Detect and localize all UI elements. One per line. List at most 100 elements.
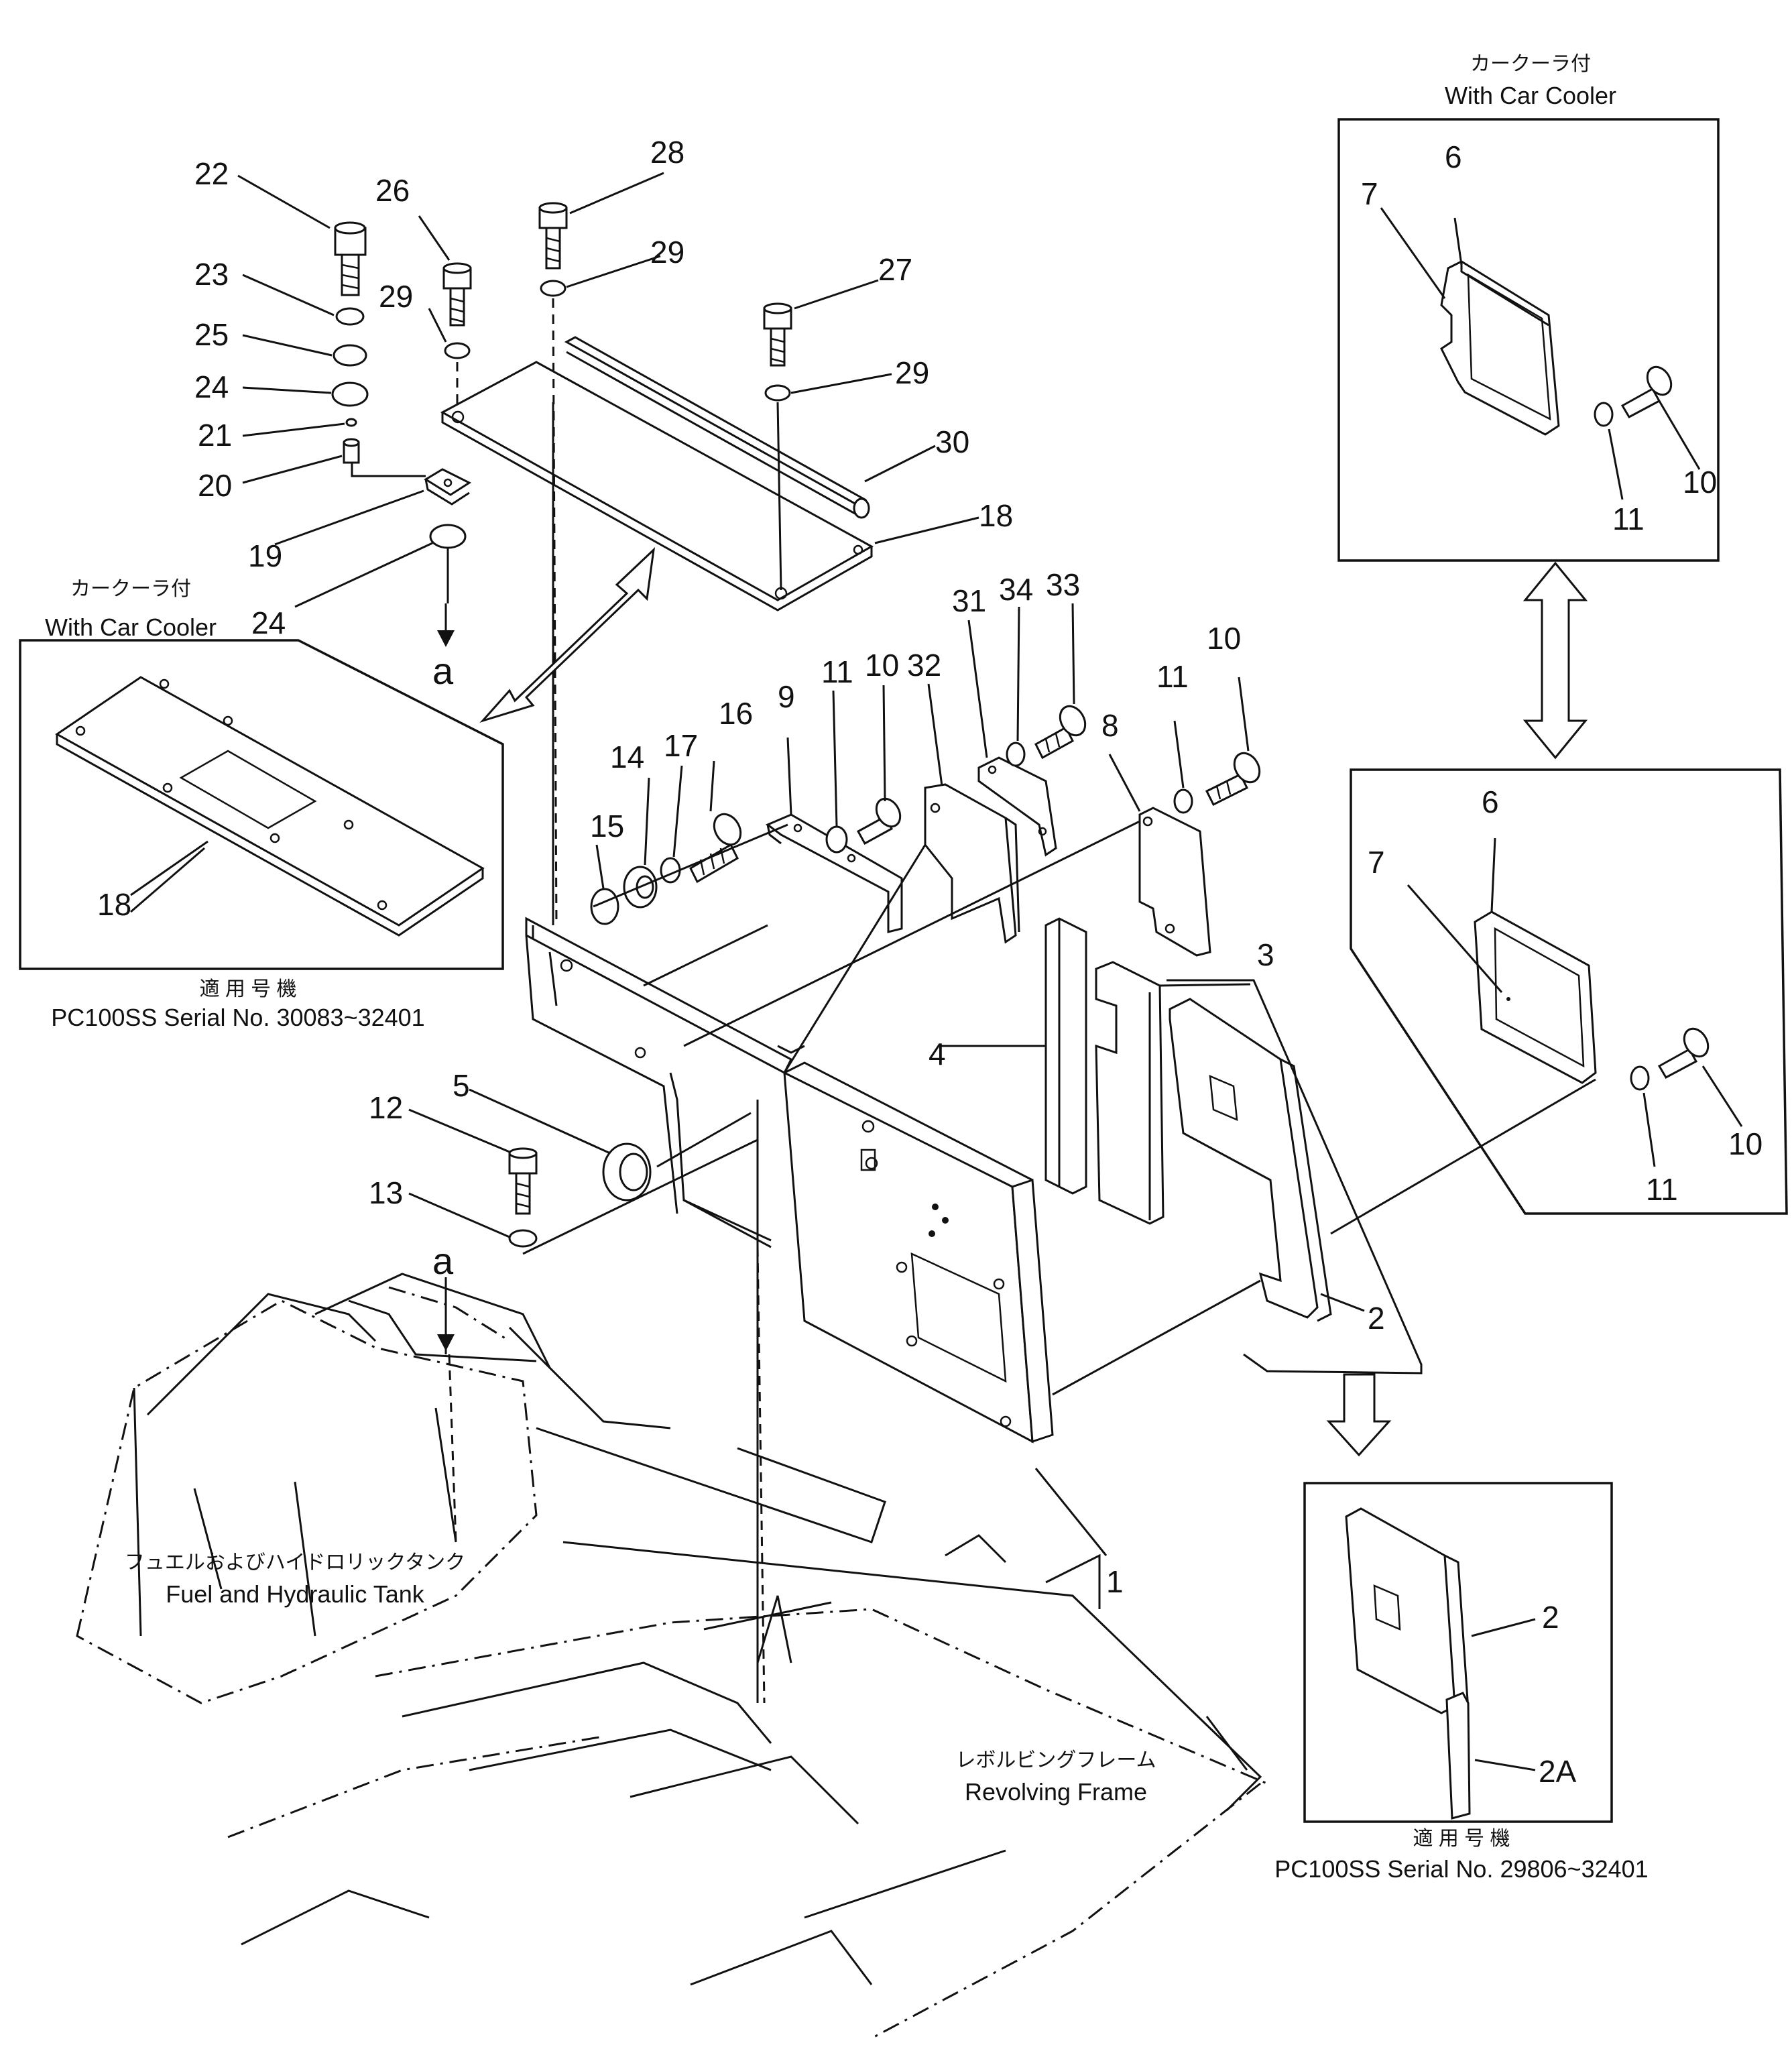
captions: カークーラ付 With Car Cooler カークーラ付 With Car C… xyxy=(45,53,1649,1883)
callout-5: 5 xyxy=(453,1068,470,1103)
callout-2: 2 xyxy=(1368,1301,1385,1336)
callout-4: 4 xyxy=(929,1037,946,1071)
callout-3: 3 xyxy=(1257,937,1274,972)
tank-label-jp: フュエルおよびハイドロリックタンク xyxy=(125,1551,465,1574)
callout-33: 33 xyxy=(1046,567,1080,602)
inset-right-middle xyxy=(1330,768,1788,1235)
bracket-part-9 xyxy=(766,813,903,933)
callout-19: 19 xyxy=(248,538,282,573)
callout-29-a: 29 xyxy=(379,279,413,314)
panel-part-1 xyxy=(783,1061,1054,1444)
callout-31: 31 xyxy=(952,583,986,618)
bushing-part-5 xyxy=(602,1142,652,1202)
bolt-part-28 xyxy=(538,202,568,270)
car-cooler-jp-left: カークーラ付 xyxy=(70,578,191,600)
callout-11-top: 11 xyxy=(1612,502,1645,536)
plate-part-8 xyxy=(1138,807,1211,957)
down-arrow-icon xyxy=(1326,1373,1392,1457)
callout-23: 23 xyxy=(194,257,229,292)
bolt-part-27 xyxy=(763,302,792,367)
fuel-hydraulic-tank xyxy=(146,1273,551,1590)
serial-label-jp-bottom: 適 用 号 機 xyxy=(1413,1828,1510,1850)
seal-part-3 xyxy=(1095,961,1164,1225)
double-arrow-icon xyxy=(479,546,656,723)
callout-11-mid: 11 xyxy=(1646,1172,1678,1207)
callout-34: 34 xyxy=(999,572,1033,607)
cover-part-18 xyxy=(440,361,874,611)
spacer-part-20 xyxy=(343,438,360,464)
car-cooler-jp-top: カークーラ付 xyxy=(1470,53,1591,75)
callout-1: 1 xyxy=(1106,1564,1124,1599)
callout-16: 16 xyxy=(719,696,753,731)
callout-24-b: 24 xyxy=(251,605,286,640)
callout-10-top: 10 xyxy=(1683,465,1717,500)
bolt-part-33 xyxy=(1034,705,1087,760)
cover-part-32 xyxy=(924,783,1020,944)
callout-10: 10 xyxy=(865,648,899,683)
callout-24: 24 xyxy=(194,369,229,404)
seal-strip-part-4 xyxy=(1044,917,1087,1195)
callout-20: 20 xyxy=(198,468,232,503)
bracket-part-19 xyxy=(424,468,472,506)
tank-label-en: Fuel and Hydraulic Tank xyxy=(166,1580,425,1608)
bolt-part-10-right xyxy=(1205,752,1261,807)
callout-22: 22 xyxy=(194,156,229,191)
callout-11: 11 xyxy=(821,654,853,689)
revolving-frame xyxy=(76,1299,1268,2040)
callout-6-top: 6 xyxy=(1445,139,1462,174)
inset-right-top-car-cooler xyxy=(1337,118,1720,562)
washer-part-13 xyxy=(508,1229,538,1248)
callout-28: 28 xyxy=(650,135,684,170)
car-cooler-en-left: With Car Cooler xyxy=(45,613,217,641)
car-cooler-en-top: With Car Cooler xyxy=(1445,82,1616,109)
callout-30: 30 xyxy=(935,424,969,459)
callout-29-b: 29 xyxy=(895,355,929,390)
callout-27: 27 xyxy=(878,252,912,287)
callout-7-top: 7 xyxy=(1361,176,1378,211)
callout-11-b: 11 xyxy=(1156,659,1189,694)
callout-2A: 2A xyxy=(1539,1754,1577,1789)
callout-15: 15 xyxy=(590,809,624,843)
callout-17: 17 xyxy=(664,728,698,763)
callout-8: 8 xyxy=(1101,708,1119,743)
callout-a-top: a xyxy=(432,650,454,692)
washer-part-24 xyxy=(331,382,369,407)
callout-18: 18 xyxy=(979,498,1013,533)
inset-left-car-cooler xyxy=(19,639,504,970)
serial-bottom: PC100SS Serial No. 29806~32401 xyxy=(1274,1855,1648,1883)
callout-21: 21 xyxy=(198,418,232,453)
washer-part-29-c xyxy=(764,384,791,402)
callout-10-b: 10 xyxy=(1207,621,1241,656)
plate-part-31 xyxy=(977,756,1057,857)
callout-a-bottom: a xyxy=(432,1240,454,1282)
cover-2-group-outline xyxy=(1167,979,1423,1374)
washer-part-25 xyxy=(333,344,367,367)
callout-9: 9 xyxy=(778,679,795,714)
callout-2-inset: 2 xyxy=(1542,1600,1559,1635)
callout-32: 32 xyxy=(907,648,941,683)
callout-labels: 22 26 28 29 27 23 25 24 21 20 29 29 30 1… xyxy=(97,135,1763,1789)
bolt-part-26 xyxy=(442,262,472,327)
washer-part-23 xyxy=(335,307,365,326)
callout-25: 25 xyxy=(194,317,229,352)
washer-part-11-right xyxy=(1173,788,1193,814)
serial-left: PC100SS Serial No. 30083~32401 xyxy=(51,1004,424,1031)
frame-label-en: Revolving Frame xyxy=(965,1778,1147,1806)
washer-part-11-mid xyxy=(825,825,848,854)
vertical-double-arrow-icon xyxy=(1522,561,1588,760)
frame-bracket xyxy=(525,917,805,1248)
callout-29: 29 xyxy=(650,235,684,270)
seal-part-30 xyxy=(564,336,870,519)
callout-10-mid: 10 xyxy=(1728,1126,1763,1161)
bolt-part-12 xyxy=(508,1147,538,1215)
washer-part-29-b xyxy=(540,280,566,297)
leader-lines xyxy=(130,172,1365,1556)
washer-part-34 xyxy=(1006,742,1026,767)
frame-label-jp: レボルビングフレーム xyxy=(955,1749,1156,1771)
cover-part-2 xyxy=(1169,998,1332,1322)
washer-part-15 xyxy=(590,888,619,925)
assembly-lines xyxy=(351,298,1261,1704)
callout-18-inset: 18 xyxy=(97,887,131,922)
callout-13: 13 xyxy=(369,1175,403,1210)
